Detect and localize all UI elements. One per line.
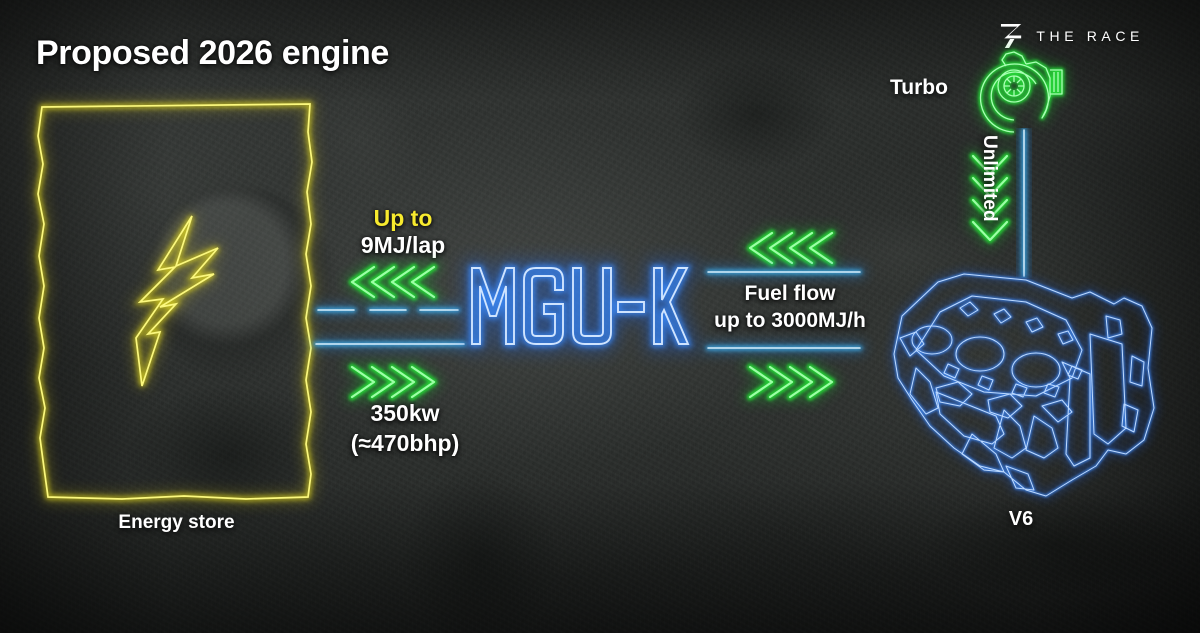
v6-engine-label: V6	[1008, 508, 1034, 530]
chevron-right-quad-icon-fuel	[746, 362, 838, 402]
fuel-flow-label-group: Fuel flow up to 3000MJ/h	[690, 280, 890, 334]
energy-store-label: Energy store	[118, 512, 235, 533]
the-race-r-logo-icon	[1001, 23, 1022, 48]
page-title: Proposed 2026 engine	[36, 34, 389, 72]
fuel-flow-line2: up to 3000MJ/h	[714, 309, 866, 332]
turbo-label: Turbo	[890, 76, 948, 99]
energy-stream-dashed-left	[314, 302, 462, 318]
energy-stream-solid-upper-right	[706, 264, 862, 280]
chevron-right-quad-icon	[348, 362, 440, 402]
energy-stream-vertical	[1016, 128, 1032, 278]
unlimited-boost-label: Unlimited	[979, 135, 1000, 222]
brand-logo: THE RACE	[1000, 22, 1144, 49]
power-output-label-group: 350kw (≈470bhp)	[310, 398, 500, 458]
brand-wordmark: THE RACE	[1036, 27, 1144, 44]
turbocharger-icon	[972, 44, 1068, 140]
v6-engine-block-icon	[876, 258, 1166, 510]
recovery-value: 9MJ/lap	[360, 232, 446, 258]
chevron-left-quad-icon-fuel	[742, 228, 834, 268]
lightning-bolt-icon	[118, 214, 236, 390]
recovery-label-group: Up to 9MJ/lap	[318, 205, 488, 259]
power-output-value: 350kw	[370, 400, 440, 426]
energy-store-module: Energy store	[34, 96, 319, 533]
energy-stream-solid-left	[314, 336, 466, 352]
fuel-flow-line1: Fuel flow	[744, 282, 836, 305]
mguk-label	[466, 258, 686, 350]
energy-stream-solid-lower-right	[706, 340, 862, 356]
chevron-left-quad-icon	[344, 262, 436, 302]
power-output-value-alt: (≈470bhp)	[350, 430, 460, 456]
recovery-prefix: Up to	[373, 205, 433, 231]
